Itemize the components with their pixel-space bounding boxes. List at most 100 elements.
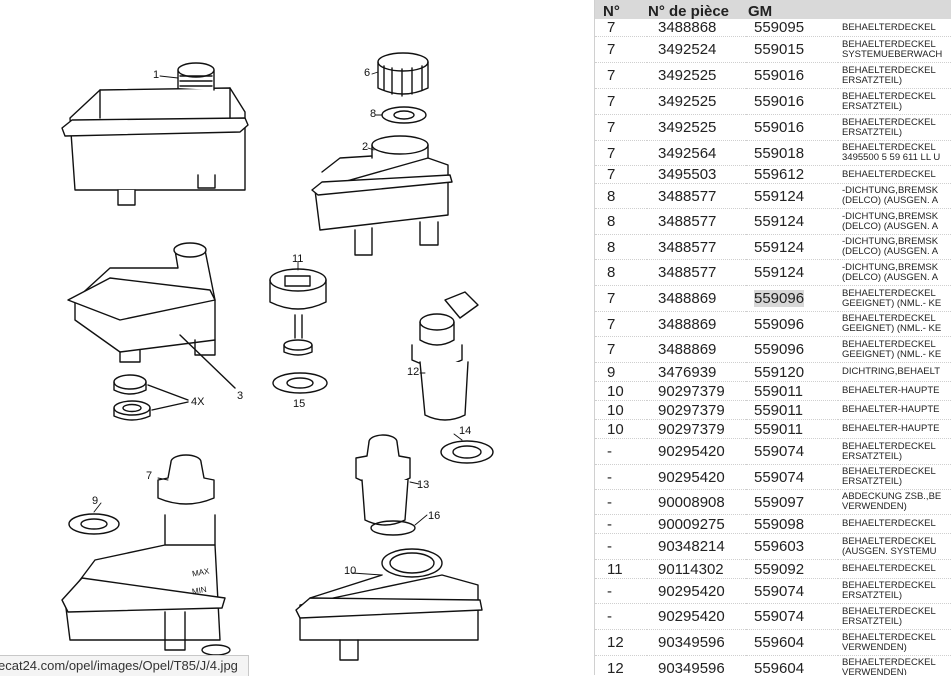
cell-no[interactable]: 10 xyxy=(595,400,647,420)
gm-number[interactable]: 559604 xyxy=(754,659,805,676)
gm-number[interactable]: 559098 xyxy=(754,515,805,533)
cell-no[interactable]: - xyxy=(595,489,647,515)
cell-no[interactable]: - xyxy=(595,438,647,465)
table-row[interactable]: -90009275 559098 BEHAELTERDECKEL xyxy=(595,514,951,534)
cell-no[interactable]: 7 xyxy=(595,285,647,312)
cell-gm[interactable]: 559120 xyxy=(746,362,838,382)
cell-part-number[interactable]: 3488577 xyxy=(647,183,746,209)
gm-number[interactable]: 559124 xyxy=(754,187,805,205)
gm-number[interactable]: 559011 xyxy=(754,420,803,438)
cell-no[interactable]: 7 xyxy=(595,62,647,89)
column-header-no[interactable]: N° xyxy=(595,0,647,19)
cell-description[interactable]: -DICHTUNG,BREMSK(DELCO) (AUSGEN. A xyxy=(838,234,951,260)
cell-part-number[interactable]: 3488577 xyxy=(647,259,746,286)
cell-description[interactable]: -DICHTUNG,BREMSK(DELCO) (AUSGEN. A xyxy=(838,208,951,235)
cell-gm[interactable]: 559604 xyxy=(746,629,838,656)
cell-no[interactable]: 7 xyxy=(595,19,647,37)
cell-part-number[interactable]: 3476939 xyxy=(647,362,746,382)
gm-number[interactable]: 559097 xyxy=(754,493,805,511)
cell-gm[interactable]: 559015 xyxy=(746,36,838,63)
cell-no[interactable]: 7 xyxy=(595,165,647,184)
cell-no[interactable]: 9 xyxy=(595,362,647,382)
cell-part-number[interactable]: 90295420 xyxy=(647,578,746,604)
cell-no[interactable]: 11 xyxy=(595,559,647,579)
cell-description[interactable]: BEHAELTER-HAUPTE xyxy=(838,381,951,401)
cell-no[interactable]: 12 xyxy=(595,655,647,675)
cell-description[interactable]: BEHAELTER-HAUPTE xyxy=(838,400,951,420)
gm-number[interactable]: 559015 xyxy=(754,41,805,58)
cell-gm[interactable]: 559011 xyxy=(746,400,838,420)
cell-gm[interactable]: 559092 xyxy=(746,559,838,579)
cell-part-number[interactable]: 90297379 xyxy=(647,419,746,439)
cell-no[interactable]: 8 xyxy=(595,208,647,235)
cell-part-number[interactable]: 90295420 xyxy=(647,464,746,490)
cell-part-number[interactable]: 90297379 xyxy=(647,400,746,420)
gm-number[interactable]: 559074 xyxy=(754,582,805,600)
cell-description[interactable]: BEHAELTERDECKEL xyxy=(838,514,951,534)
cell-no[interactable]: 8 xyxy=(595,234,647,260)
cell-part-number[interactable]: 90349596 xyxy=(647,629,746,656)
cell-description[interactable]: BEHAELTERDECKEL xyxy=(838,559,951,579)
gm-number[interactable]: 559124 xyxy=(754,264,805,281)
cell-description[interactable]: -DICHTUNG,BREMSK(DELCO) (AUSGEN. A xyxy=(838,183,951,209)
cell-no[interactable]: 8 xyxy=(595,183,647,209)
cell-no[interactable]: 10 xyxy=(595,381,647,401)
cell-description[interactable]: -DICHTUNG,BREMSK(DELCO) (AUSGEN. A xyxy=(838,259,951,286)
cell-no[interactable]: - xyxy=(595,603,647,630)
cell-description[interactable]: DICHTRING,BEHAELT xyxy=(838,362,951,382)
cell-no[interactable]: - xyxy=(595,514,647,534)
cell-no[interactable]: 7 xyxy=(595,311,647,337)
cell-part-number[interactable]: 90349596 xyxy=(647,655,746,675)
cell-part-number[interactable]: 90009275 xyxy=(647,514,746,534)
cell-gm[interactable]: 559097 xyxy=(746,489,838,515)
cell-part-number[interactable]: 90295420 xyxy=(647,438,746,465)
cell-part-number[interactable]: 3488869 xyxy=(647,311,746,337)
cell-gm[interactable]: 559074 xyxy=(746,603,838,630)
cell-gm[interactable]: 559016 xyxy=(746,114,838,141)
cell-gm[interactable]: 559074 xyxy=(746,578,838,604)
gm-number[interactable]: 559074 xyxy=(754,443,805,460)
cell-part-number[interactable]: 90114302 xyxy=(647,559,746,579)
cell-gm[interactable]: 559603 xyxy=(746,533,838,560)
cell-gm[interactable]: 559011 xyxy=(746,419,838,439)
gm-number[interactable]: 559096 xyxy=(754,315,805,333)
gm-number[interactable]: 559124 xyxy=(754,213,805,230)
gm-number[interactable]: 559011 xyxy=(754,382,803,400)
gm-number[interactable]: 559603 xyxy=(754,538,805,555)
cell-no[interactable]: - xyxy=(595,578,647,604)
cell-no[interactable]: 8 xyxy=(595,259,647,286)
cell-gm[interactable]: 559124 xyxy=(746,259,838,286)
cell-gm[interactable]: 559612 xyxy=(746,165,838,184)
cell-part-number[interactable]: 3488869 xyxy=(647,285,746,312)
cell-gm[interactable]: 559604 xyxy=(746,655,838,676)
gm-number[interactable]: 559016 xyxy=(754,67,805,84)
gm-number[interactable]: 559604 xyxy=(754,634,805,651)
